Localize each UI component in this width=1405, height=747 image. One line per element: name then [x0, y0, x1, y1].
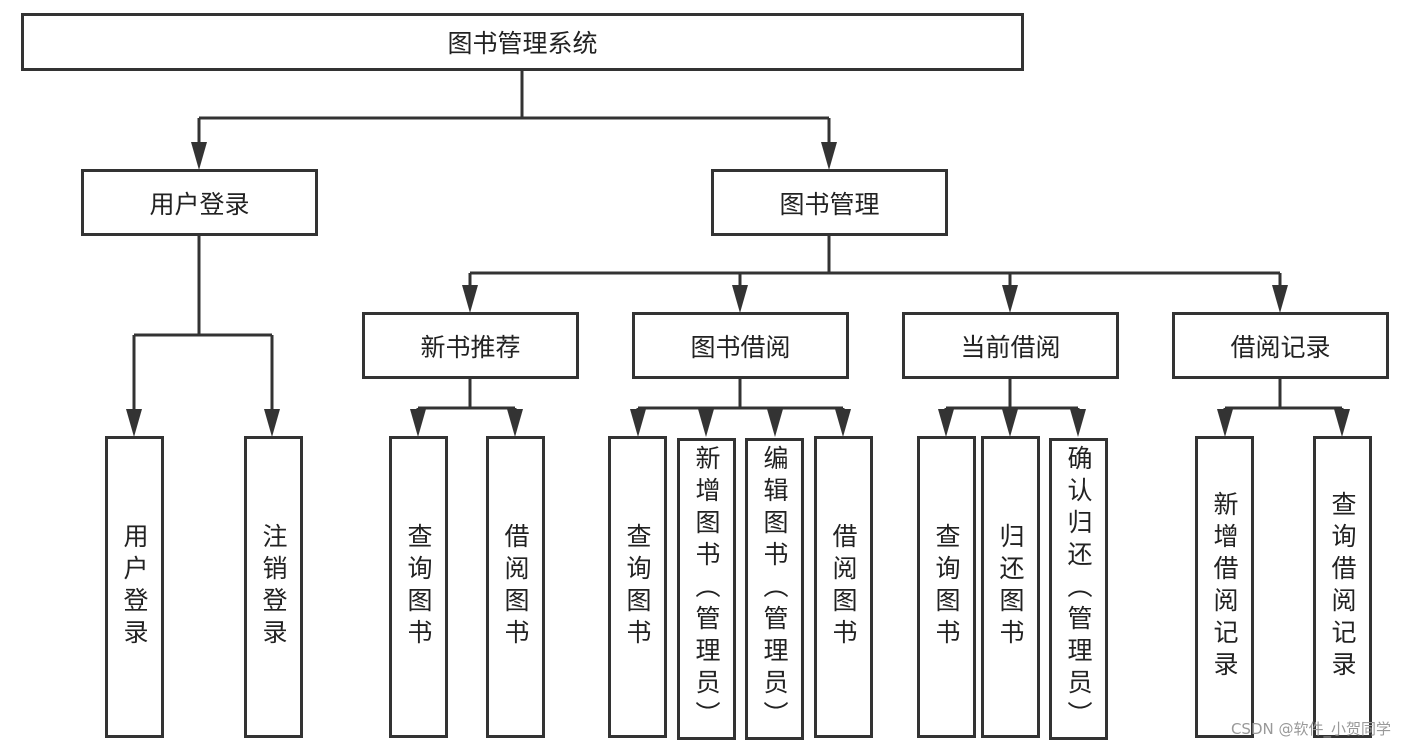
leaf-query-borrow-record: 查询借阅记录 [1313, 436, 1372, 738]
leaf-label: 借阅图书 [829, 523, 858, 651]
node-borrow-records: 借阅记录 [1172, 312, 1389, 379]
leaf-label: 用户登录 [120, 523, 149, 651]
node-label: 图书管理 [779, 189, 880, 219]
leaf-label: 查询图书 [404, 523, 433, 651]
arrowhead-icon [698, 409, 714, 437]
leaf-label: 确认归还（管理员） [1064, 445, 1093, 733]
leaf-add-borrow-record: 新增借阅记录 [1195, 436, 1254, 738]
arrowhead-icon [1070, 409, 1086, 437]
node-label: 当前借阅 [960, 332, 1061, 362]
node-label: 新书推荐 [420, 332, 521, 362]
leaf-label: 注销登录 [259, 523, 288, 651]
node-book-borrow: 图书借阅 [632, 312, 849, 379]
leaf-label: 新增图书（管理员） [692, 445, 721, 733]
leaf-edit-book-admin: 编辑图书（管理员） [745, 438, 804, 740]
node-label: 借阅记录 [1230, 332, 1331, 362]
arrowhead-icon [410, 409, 426, 437]
arrowhead-icon [835, 409, 851, 437]
arrowhead-icon [191, 142, 207, 170]
arrowhead-icon [630, 409, 646, 437]
arrowhead-icon [507, 409, 523, 437]
leaf-borrow-book: 借阅图书 [814, 436, 873, 738]
node-root: 图书管理系统 [21, 13, 1024, 71]
arrowhead-icon [1272, 285, 1288, 313]
leaf-label: 查询图书 [932, 523, 961, 651]
leaf-borrow-book: 借阅图书 [486, 436, 545, 738]
arrowhead-icon [767, 409, 783, 437]
arrowhead-icon [1334, 409, 1350, 437]
leaf-label: 查询图书 [623, 523, 652, 651]
node-user-login: 用户登录 [81, 169, 318, 236]
node-label: 图书管理系统 [447, 29, 598, 58]
watermark: CSDN @软件_小贺同学 [1230, 720, 1391, 738]
node-new-book-recommend: 新书推荐 [362, 312, 579, 379]
leaf-query-book: 查询图书 [917, 436, 976, 738]
leaf-label: 新增借阅记录 [1210, 491, 1239, 683]
arrowhead-icon [821, 142, 837, 170]
leaf-query-book: 查询图书 [389, 436, 448, 738]
leaf-logout: 注销登录 [244, 436, 303, 738]
leaf-return-book: 归还图书 [981, 436, 1040, 738]
arrowhead-icon [1002, 285, 1018, 313]
leaf-confirm-return-admin: 确认归还（管理员） [1049, 438, 1108, 740]
arrowhead-icon [126, 409, 142, 437]
leaf-label: 借阅图书 [501, 523, 530, 651]
arrowhead-icon [938, 409, 954, 437]
leaf-label: 查询借阅记录 [1328, 491, 1357, 683]
node-current-borrow: 当前借阅 [902, 312, 1119, 379]
arrowhead-icon [1217, 409, 1233, 437]
arrowhead-icon [462, 285, 478, 313]
leaf-add-book-admin: 新增图书（管理员） [677, 438, 736, 740]
leaf-label: 编辑图书（管理员） [760, 445, 789, 733]
node-label: 用户登录 [149, 189, 250, 219]
arrowhead-icon [1002, 409, 1018, 437]
node-label: 图书借阅 [690, 332, 791, 362]
leaf-query-book: 查询图书 [608, 436, 667, 738]
arrowhead-icon [732, 285, 748, 313]
leaf-label: 归还图书 [996, 523, 1025, 651]
arrowhead-icon [264, 409, 280, 437]
node-book-management: 图书管理 [711, 169, 948, 236]
leaf-user-login: 用户登录 [105, 436, 164, 738]
